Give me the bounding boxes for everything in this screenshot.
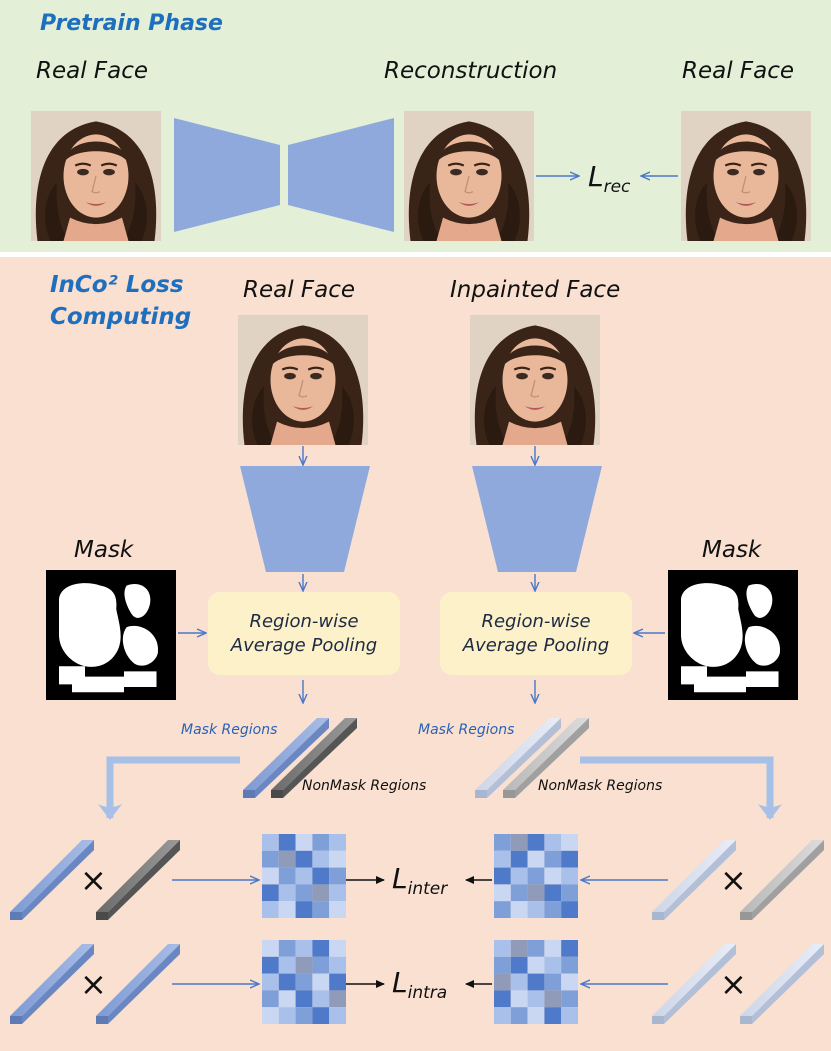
- pool-left-line2: Average Pooling: [230, 634, 378, 656]
- inco-inpainted-face-label: Inpainted Face: [450, 277, 621, 303]
- inco-title-line2: Computing: [50, 304, 192, 330]
- multiply-sign-intra-right: ×: [720, 965, 747, 1003]
- loss-inter: Linter: [392, 862, 448, 899]
- pool-right-line2: Average Pooling: [462, 634, 610, 656]
- multiply-sign-inter-left: ×: [80, 861, 107, 899]
- pool-right-line1: Region-wise: [481, 611, 591, 633]
- loss-rec: Lrec: [588, 160, 631, 197]
- real-face-image: [31, 111, 161, 241]
- mask-label-right: Mask: [702, 537, 762, 563]
- reconstruction-face-image: [404, 111, 534, 241]
- inco-encoder-label-left: Encoder: [267, 506, 345, 528]
- pretrain-encoder-label: Encoder: [189, 163, 267, 185]
- real-face-label-right: Real Face: [682, 58, 795, 84]
- inco-title-line1: InCo² Loss: [50, 272, 184, 298]
- multiply-sign-intra-left: ×: [80, 965, 107, 1003]
- inco-real-face-label: Real Face: [243, 277, 356, 303]
- inco-real-face-image: [238, 315, 368, 445]
- pretrain-title: Pretrain Phase: [40, 11, 223, 36]
- mask-label-left: Mask: [74, 537, 134, 563]
- mask-image-right: [668, 570, 798, 700]
- mask-image-left: [46, 570, 176, 700]
- nonmask-regions-label-left: NonMask Regions: [302, 778, 427, 794]
- inco-inpainted-face-image: [470, 315, 600, 445]
- pool-left-line1: Region-wise: [249, 611, 359, 633]
- mask-regions-label-right: Mask Regions: [418, 722, 515, 738]
- loss-intra: Lintra: [392, 966, 448, 1003]
- pretrain-decoder-label: Decoder: [300, 163, 380, 185]
- reconstruction-label: Reconstruction: [384, 58, 558, 84]
- nonmask-regions-label-right: NonMask Regions: [538, 778, 663, 794]
- mask-regions-label-left: Mask Regions: [181, 722, 278, 738]
- multiply-sign-inter-right: ×: [720, 861, 747, 899]
- real-face-image-target: [681, 111, 811, 241]
- inco-encoder-label-right: Encoder: [499, 506, 577, 528]
- real-face-label-left: Real Face: [36, 58, 149, 84]
